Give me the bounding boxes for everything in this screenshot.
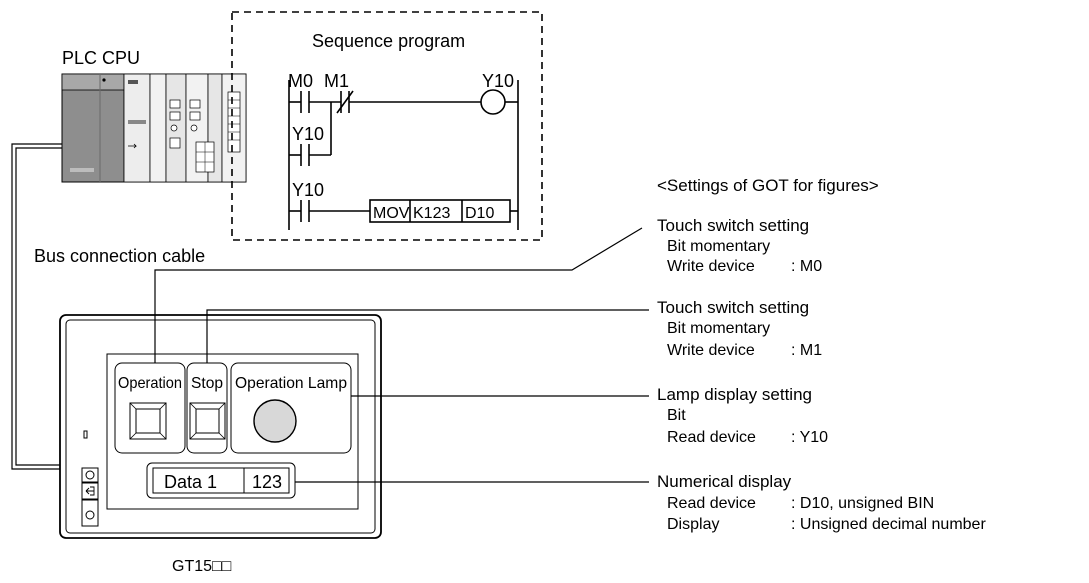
contact-y10-mov-label: Y10	[292, 180, 324, 200]
touch1-line1: Bit momentary	[667, 238, 770, 255]
plc-cpu-unit	[61, 73, 247, 183]
lamp-val: : Y10	[791, 429, 828, 446]
sequence-program-box	[231, 11, 543, 241]
stop-button-label: Stop	[191, 375, 223, 392]
contact-y10-selfhold-label: Y10	[292, 124, 324, 144]
mov-source: K123	[413, 205, 450, 222]
stop-touch-switch[interactable]	[186, 362, 228, 454]
touch2-key: Write device	[667, 342, 755, 359]
data1-label: Data 1	[164, 472, 217, 492]
touch1-key: Write device	[667, 258, 755, 275]
coil-y10-label: Y10	[482, 71, 514, 91]
touch1-title: Touch switch setting	[657, 216, 809, 235]
operation-touch-switch[interactable]	[114, 362, 186, 454]
lamp-key: Read device	[667, 429, 756, 446]
contact-m0-label: M0	[288, 71, 313, 91]
numeric-title: Numerical display	[657, 472, 792, 491]
got-model-label: GT15□□	[172, 558, 232, 575]
numeric-key2: Display	[667, 516, 719, 533]
contact-m1-label: M1	[324, 71, 349, 91]
plc-cpu-label: PLC CPU	[62, 48, 140, 68]
data1-value: 123	[252, 472, 282, 492]
touch2-title: Touch switch setting	[657, 298, 809, 317]
operation-lamp-label: Operation Lamp	[235, 375, 347, 392]
bus-cable-label: Bus connection cable	[34, 246, 205, 266]
touch1-val: : M0	[791, 258, 822, 275]
lamp-title: Lamp display setting	[657, 385, 812, 404]
mov-instruction: MOV	[373, 205, 410, 222]
numeric-val1: : D10, unsigned BIN	[791, 495, 934, 512]
touch2-line1: Bit momentary	[667, 320, 770, 337]
numeric-val2: : Unsigned decimal number	[791, 516, 986, 533]
numerical-display-settings: Numerical display Read device : D10, uns…	[657, 472, 986, 533]
lamp-display-settings: Lamp display setting Bit Read device : Y…	[657, 385, 828, 446]
sequence-program-title: Sequence program	[312, 31, 465, 51]
numeric-key1: Read device	[667, 495, 756, 512]
touch2-val: : M1	[791, 342, 822, 359]
bus-connection-cable	[11, 143, 84, 470]
numerical-display	[146, 462, 296, 499]
operation-button-label: Operation	[118, 375, 182, 392]
mov-destination: D10	[465, 205, 494, 222]
ladder-diagram	[288, 80, 519, 230]
settings-header: <Settings of GOT for figures>	[657, 176, 879, 195]
touch-switch-2-settings: Touch switch setting Bit momentary Write…	[657, 298, 822, 359]
leader-lines	[154, 227, 649, 483]
touch-switch-1-settings: Touch switch setting Bit momentary Write…	[657, 216, 822, 275]
operation-lamp-display	[230, 362, 352, 454]
lamp-line1: Bit	[667, 407, 686, 424]
